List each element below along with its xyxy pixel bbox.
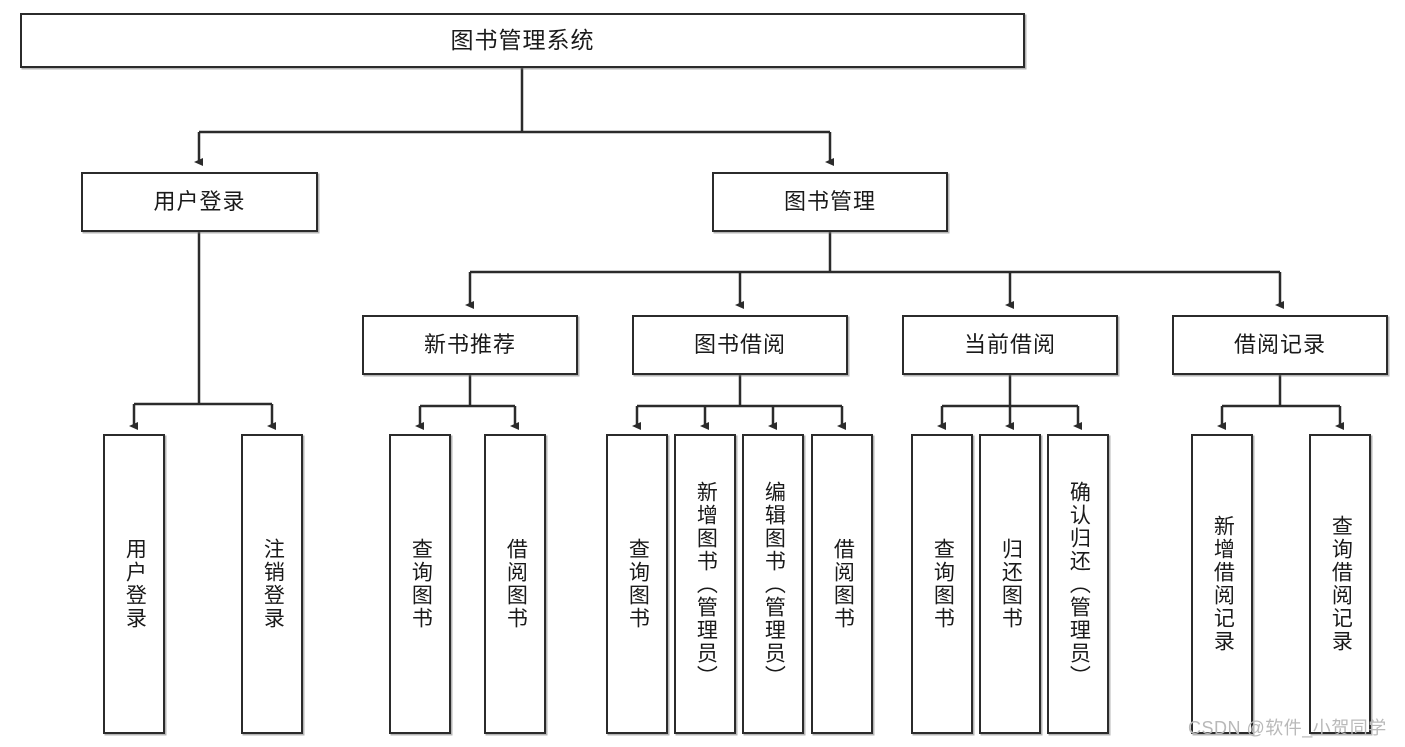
node-label: 用户登录 xyxy=(123,538,147,630)
node-book-borrow[interactable]: 图书借阅 xyxy=(632,315,848,375)
node-label: 图书管理 xyxy=(783,188,876,214)
leaf-borrow-borrow-book[interactable]: 借阅图书 xyxy=(811,434,873,734)
node-label: 归还图书 xyxy=(999,538,1023,630)
leaf-user-login-signout[interactable]: 注销登录 xyxy=(241,434,303,734)
node-borrow-record[interactable]: 借阅记录 xyxy=(1172,315,1388,375)
node-label: 借阅图书 xyxy=(504,538,528,630)
node-label: 图书借阅 xyxy=(693,331,786,357)
node-label: 查询图书 xyxy=(626,538,650,630)
node-book-management[interactable]: 图书管理 xyxy=(712,172,948,232)
leaf-recommend-borrow-book[interactable]: 借阅图书 xyxy=(484,434,546,734)
node-label: 新增图书（管理员） xyxy=(694,480,718,688)
node-label: 确认归还（管理员） xyxy=(1067,480,1091,688)
node-label: 查询图书 xyxy=(409,538,433,630)
node-label: 注销登录 xyxy=(261,538,285,630)
leaf-user-login-signin[interactable]: 用户登录 xyxy=(103,434,165,734)
leaf-current-return-book[interactable]: 归还图书 xyxy=(979,434,1041,734)
node-label: 查询图书 xyxy=(931,538,955,630)
leaf-recommend-query-book[interactable]: 查询图书 xyxy=(389,434,451,734)
node-root-system[interactable]: 图书管理系统 xyxy=(20,13,1025,68)
node-label: 查询借阅记录 xyxy=(1329,515,1353,653)
node-label: 新增借阅记录 xyxy=(1211,515,1235,653)
node-label: 借阅记录 xyxy=(1233,331,1326,357)
node-new-book-recommend[interactable]: 新书推荐 xyxy=(362,315,578,375)
leaf-current-query-book[interactable]: 查询图书 xyxy=(911,434,973,734)
node-label: 编辑图书（管理员） xyxy=(762,480,786,688)
node-label: 用户登录 xyxy=(153,188,246,214)
leaf-record-add-record[interactable]: 新增借阅记录 xyxy=(1191,434,1253,734)
watermark: CSDN @软件_小贺同学 xyxy=(1188,718,1387,738)
leaf-current-confirm-return-admin[interactable]: 确认归还（管理员） xyxy=(1047,434,1109,734)
leaf-borrow-add-book-admin[interactable]: 新增图书（管理员） xyxy=(674,434,736,734)
node-label: 新书推荐 xyxy=(423,331,516,357)
node-label: 当前借阅 xyxy=(963,331,1056,357)
leaf-borrow-edit-book-admin[interactable]: 编辑图书（管理员） xyxy=(742,434,804,734)
node-label: 图书管理系统 xyxy=(450,26,595,53)
node-label: 借阅图书 xyxy=(831,538,855,630)
leaf-record-query-record[interactable]: 查询借阅记录 xyxy=(1309,434,1371,734)
node-user-login[interactable]: 用户登录 xyxy=(81,172,318,232)
node-current-borrow[interactable]: 当前借阅 xyxy=(902,315,1118,375)
leaf-borrow-query-book[interactable]: 查询图书 xyxy=(606,434,668,734)
